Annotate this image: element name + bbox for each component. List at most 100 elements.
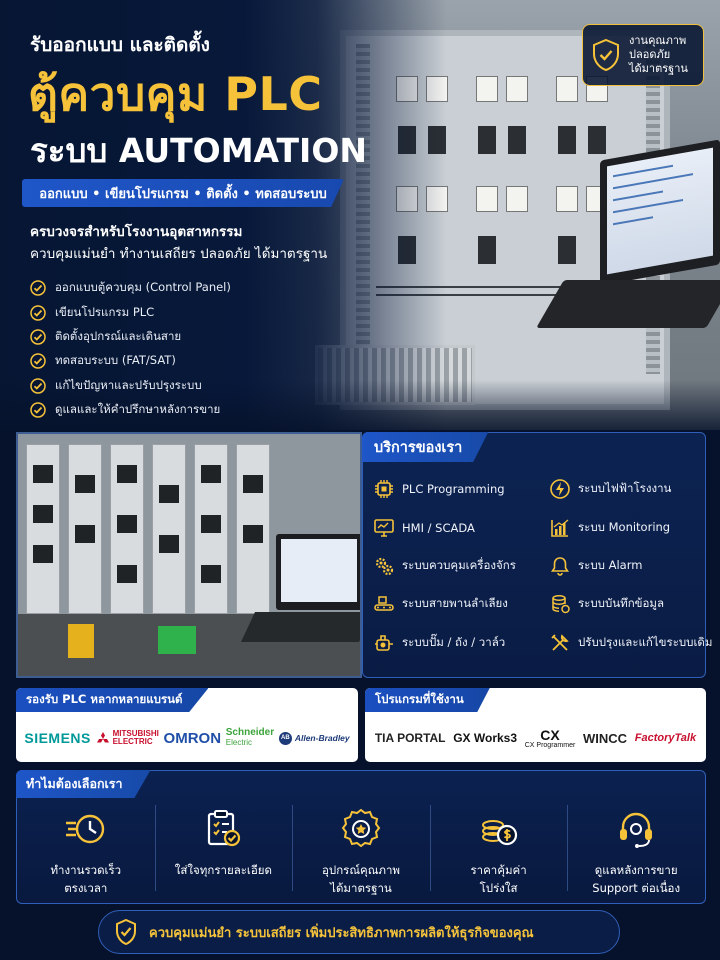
monitor-icon [374, 518, 394, 537]
service-item-pump-tank-valve: ระบบปั๊ม / ถัง / วาล์ว [373, 633, 549, 653]
check-circle-icon [30, 353, 46, 370]
sub-title: ระบบ AUTOMATION [30, 131, 367, 170]
why-label-2: Support ต่อเนื่อง [592, 881, 681, 895]
service-item-data-logging: ระบบบันทึกข้อมูล [549, 594, 699, 614]
intro-line-1: ครบวงจรสำหรับโรงงานอุตสาหกรรม [30, 224, 243, 240]
service-label: ระบบบันทึกข้อมูล [578, 596, 665, 611]
service-label: ระบบไฟฟ้าโรงงาน [578, 481, 672, 496]
mitsubishi-line-2: ELECTRIC [112, 737, 153, 746]
software-panel: โปรแกรมที่ใช้งาน TIA PORTAL GX Works3 CX… [365, 688, 706, 762]
service-item-factory-electrical: ระบบไฟฟ้าโรงงาน [549, 479, 699, 500]
cx-programmer-text: CX Programmer [524, 741, 576, 749]
intro-line-2: ควบคุมแม่นยำ ทำงานเสถียร ปลอดภัย ได้มาตร… [30, 246, 328, 262]
why-label-1: ทำงานรวดเร็ว [50, 863, 122, 877]
why-title: ทำไมต้องเลือกเรา [16, 770, 151, 798]
footer-text: ควบคุมแม่นยำ ระบบเสถียร เพิ่มประสิทธิภาพ… [149, 925, 534, 941]
service-item-machine-control: ระบบควบคุมเครื่องจักร [373, 556, 549, 576]
schneider-line-2: Electric [225, 738, 252, 747]
checklist-item: เขียนโปรแกรม PLC [30, 300, 231, 324]
cx-mark: CX [540, 726, 560, 743]
why-label-2: ตรงเวลา [64, 881, 108, 895]
gears-icon [375, 557, 394, 576]
checklist-label: ดูแลและให้คำปรึกษาหลังการขาย [55, 402, 221, 417]
feature-checklist: ออกแบบตู้ควบคุม (Control Panel) เขียนโปร… [30, 276, 231, 422]
quality-medal-icon [341, 808, 381, 848]
checklist-label: แก้ไขปัญหาและปรับปรุงระบบ [55, 377, 202, 392]
pump-icon [375, 634, 393, 651]
allen-bradley-text: Allen-Bradley [294, 733, 350, 743]
why-item-support: ดูแลหลังการขาย Support ต่อเนื่อง [567, 801, 705, 901]
gx-works-logo: GX Works3 [453, 731, 518, 745]
schneider-line-1: Schneider [225, 727, 275, 738]
checklist-item: ดูแลและให้คำปรึกษาหลังการขาย [30, 398, 231, 422]
checklist-label: ติดตั้งอุปกรณ์และเดินสาย [55, 328, 182, 343]
service-steps-banner: ออกแบบ • เขียนโปรแกรม • ติดตั้ง • ทดสอบร… [22, 179, 344, 207]
laptop-keyboard [536, 280, 720, 328]
why-item-quality: อุปกรณ์คุณภาพได้มาตรฐาน [292, 801, 430, 901]
checklist-item: ติดตั้งอุปกรณ์และเดินสาย [30, 325, 231, 349]
allen-bradley-logo: AB Allen-Bradley [278, 731, 350, 745]
checklist-item: ออกแบบตู้ควบคุม (Control Panel) [30, 276, 231, 300]
service-item-alarm: ระบบ Alarm [549, 556, 699, 576]
check-circle-icon [30, 280, 46, 296]
service-label: ระบบสายพานลำเลียง [402, 596, 508, 611]
siemens-logo: SIEMENS [24, 730, 91, 746]
service-item-plc-programming: PLC Programming [373, 479, 549, 499]
factorytalk-logo: FactoryTalk [634, 732, 697, 744]
badge-line-3: ได้มาตรฐาน [629, 62, 688, 75]
why-item-price: ราคาคุ้มค่าโปร่งใส [429, 801, 568, 901]
service-label: HMI / SCADA [402, 520, 475, 535]
footer-banner: ควบคุมแม่นยำ ระบบเสถียร เพิ่มประสิทธิภาพ… [98, 910, 620, 954]
why-label-1: ใส่ใจทุกรายละเอียด [174, 863, 272, 877]
fast-clock-icon [65, 814, 104, 844]
allen-bradley-mark: AB [278, 731, 292, 745]
omron-logo: OMRON [163, 729, 222, 747]
why-choose-us-panel: ทำไมต้องเลือกเรา ทำงานรวดเร็วตรงเวลา ใส่… [16, 770, 706, 904]
quality-badge: งานคุณภาพ ปลอดภัย ได้มาตรฐาน [582, 24, 704, 86]
why-label-2: ได้มาตรฐาน [330, 881, 392, 895]
laptop-illustration [600, 139, 720, 286]
mitsubishi-line-1: MITSUBISHI [112, 729, 159, 738]
check-circle-icon [30, 378, 46, 394]
conveyor-icon [374, 596, 394, 612]
kicker-text: รับออกแบบ และติดตั้ง [30, 34, 210, 56]
cx-programmer-logo: CX CX Programmer [525, 728, 576, 749]
why-label-1: ราคาคุ้มค่า [470, 863, 527, 877]
tia-portal-logo: TIA PORTAL [374, 731, 446, 745]
service-label: ระบบ Monitoring [578, 519, 671, 534]
cabinet-photo-with-laptop [16, 432, 362, 678]
badge-line-2: ปลอดภัย [629, 48, 671, 61]
main-title: ตู้ควบคุม PLC [28, 67, 323, 121]
service-item-monitoring: ระบบ Monitoring [549, 517, 699, 537]
service-label: PLC Programming [402, 482, 505, 497]
badge-line-1: งานคุณภาพ [629, 34, 687, 47]
plc-brands-title: รองรับ PLC หลากหลายแบรนด์ [16, 688, 209, 712]
database-icon [552, 595, 570, 614]
software-title: โปรแกรมที่ใช้งาน [365, 688, 490, 712]
services-panel: บริการของเรา PLC Programming ระบบไฟฟ้าโร… [362, 432, 712, 678]
checklist-item: แก้ไขปัญหาและปรับปรุงระบบ [30, 374, 231, 398]
shield-check-icon [593, 38, 619, 72]
chart-icon [551, 519, 569, 537]
tools-icon [551, 634, 569, 651]
service-item-conveyor: ระบบสายพานลำเลียง [373, 594, 549, 614]
shield-check-icon [116, 919, 136, 945]
check-circle-icon [30, 304, 46, 321]
service-label: ระบบปั๊ม / ถัง / วาล์ว [402, 634, 506, 649]
service-label: ปรับปรุงและแก้ไขระบบเดิม [578, 634, 713, 649]
why-item-detail: ใส่ใจทุกรายละเอียด [154, 801, 293, 901]
why-label-1: อุปกรณ์คุณภาพ [321, 863, 400, 877]
bell-icon [551, 557, 569, 576]
service-label: ระบบควบคุมเครื่องจักร [402, 557, 516, 572]
checklist-item: ทดสอบระบบ (FAT/SAT) [30, 349, 231, 373]
mitsubishi-diamonds-icon [96, 731, 109, 742]
checklist-label: ทดสอบระบบ (FAT/SAT) [55, 353, 176, 368]
service-item-hmi-scada: HMI / SCADA [373, 517, 549, 537]
lightning-icon [550, 479, 570, 500]
why-label-1: ดูแลหลังการขาย [594, 863, 678, 877]
services-title: บริการของเรา [362, 432, 489, 462]
service-label: ระบบ Alarm [578, 557, 643, 572]
check-circle-icon [30, 402, 46, 418]
